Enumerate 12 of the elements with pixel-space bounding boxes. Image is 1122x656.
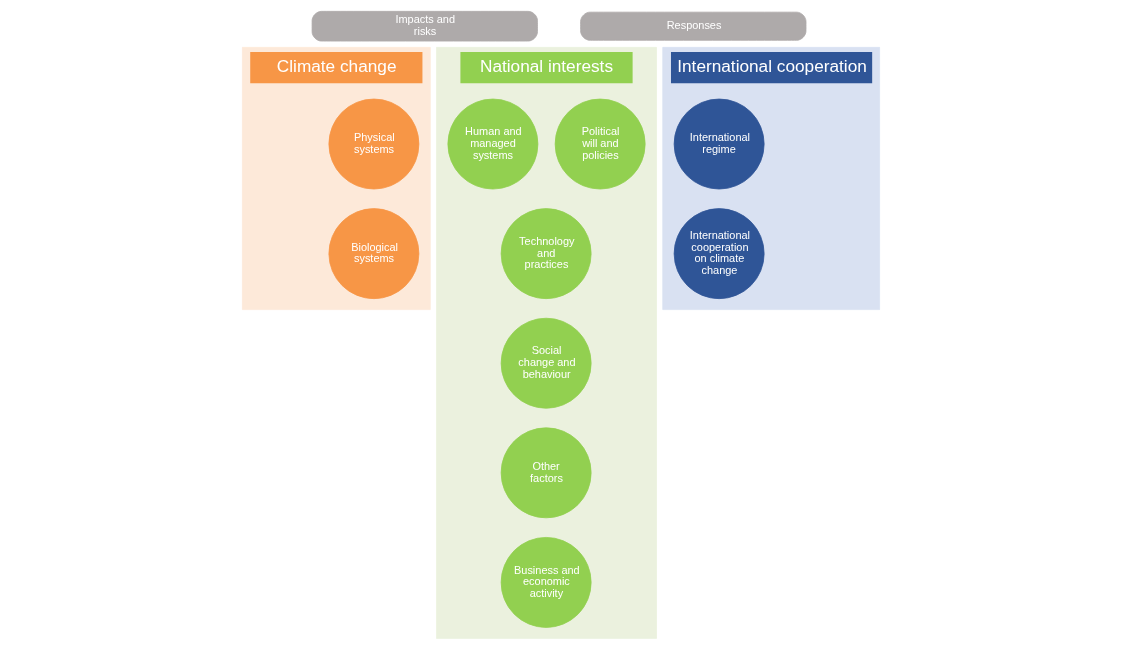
node-circle: Human and managed systems bbox=[447, 98, 539, 190]
node-circle: Physical systems bbox=[328, 98, 420, 190]
node-box: Impacts and risks bbox=[311, 10, 538, 42]
node-circle: Social change and behaviour bbox=[500, 317, 592, 409]
node-circle: Business and economic activity bbox=[500, 537, 592, 628]
node-circle: Other factors bbox=[500, 427, 592, 519]
node-circle: Political will and policies bbox=[554, 98, 646, 190]
node-box: Responses bbox=[580, 11, 807, 41]
node-circle: International cooperation on climate change bbox=[673, 208, 765, 300]
node-circle: International regime bbox=[673, 98, 765, 190]
node-circle: Biological systems bbox=[328, 208, 420, 300]
node-circle: Technology and practices bbox=[500, 208, 592, 300]
